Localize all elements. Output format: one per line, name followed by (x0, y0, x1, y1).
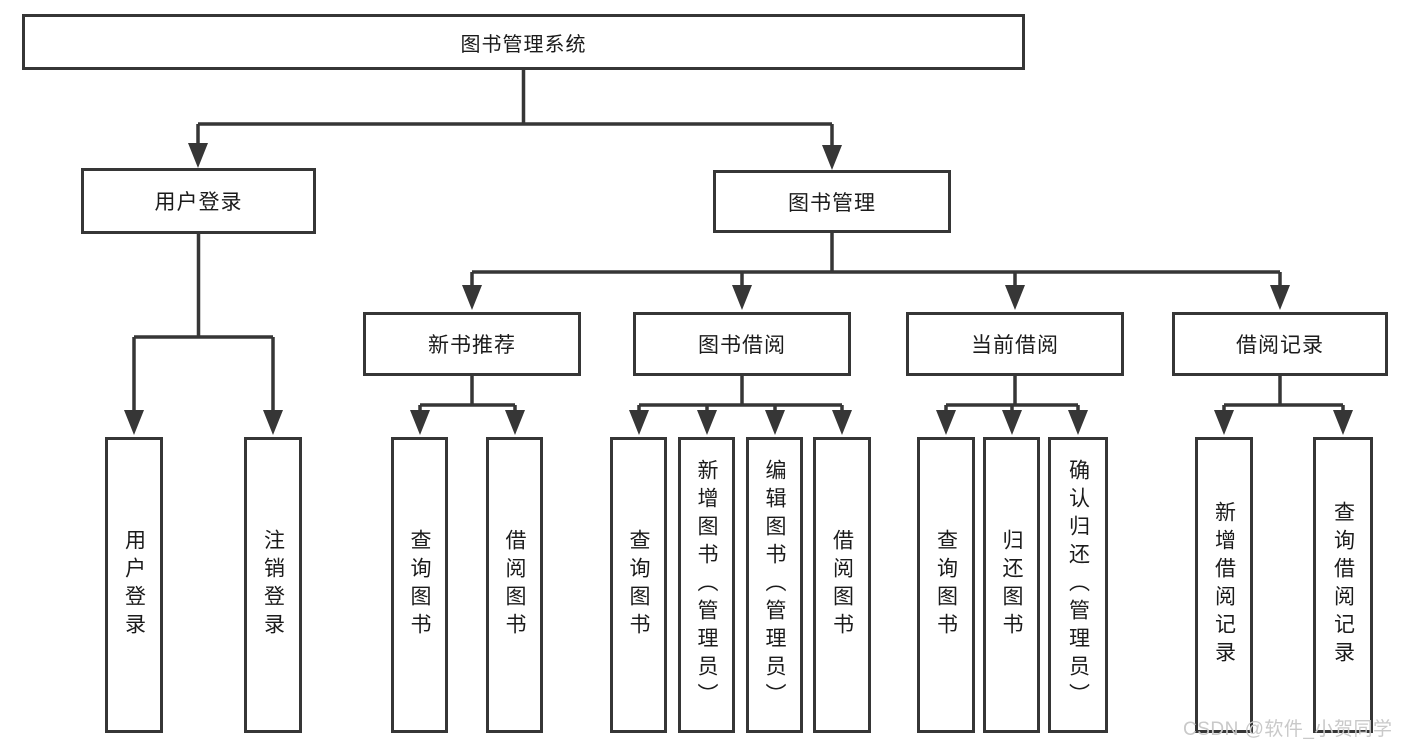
leaf-recommend-query-books: 查询图书 (391, 437, 448, 733)
leaf-return-books: 归还图书 (983, 437, 1040, 733)
leaf-label: 查询借阅记录 (1331, 501, 1355, 669)
connector-new-book-rec-children (410, 376, 525, 435)
leaf-label: 借阅图书 (503, 529, 526, 641)
arrowhead-icon (765, 410, 785, 435)
arrowhead-icon (410, 410, 430, 435)
leaf-logout: 注销登录 (244, 437, 302, 733)
csdn-watermark: CSDN @软件_小贺同学 (1183, 719, 1393, 740)
node-root-system: 图书管理系统 (22, 14, 1025, 70)
arrowhead-icon (732, 285, 752, 310)
leaf-add-borrow-record: 新增借阅记录 (1195, 437, 1253, 733)
leaf-confirm-return-admin: 确认归还（管理员） (1048, 437, 1108, 733)
arrowhead-icon (124, 410, 144, 435)
leaf-label: 注销登录 (261, 529, 285, 641)
leaf-label: 查询图书 (934, 529, 958, 641)
node-user-login: 用户登录 (81, 168, 316, 234)
arrowhead-icon (1270, 285, 1290, 310)
arrowhead-icon (1214, 410, 1234, 435)
node-new-book-recommend: 新书推荐 (363, 312, 581, 376)
leaf-label: 新增借阅记录 (1212, 501, 1236, 669)
connector-book-borrow-children (629, 376, 852, 435)
arrowhead-icon (629, 410, 649, 435)
leaf-label: 借阅图书 (830, 529, 854, 641)
leaf-user-login: 用户登录 (105, 437, 163, 733)
connector-current-borrow-children (936, 376, 1088, 435)
arrowhead-icon (1333, 410, 1353, 435)
leaf-query-borrow-record: 查询借阅记录 (1313, 437, 1373, 733)
arrowhead-icon (462, 285, 482, 310)
leaf-borrow-query-books: 查询图书 (610, 437, 667, 733)
arrowhead-icon (936, 410, 956, 435)
arrowhead-icon (822, 145, 842, 170)
arrowhead-icon (1005, 285, 1025, 310)
connector-borrow-records-children (1214, 376, 1353, 435)
node-book-borrow: 图书借阅 (633, 312, 851, 376)
arrowhead-icon (188, 143, 208, 168)
leaf-borrow-books: 借阅图书 (813, 437, 871, 733)
arrowhead-icon (505, 410, 525, 435)
arrowhead-icon (832, 410, 852, 435)
arrowhead-icon (1068, 410, 1088, 435)
leaf-label: 编辑图书（管理员） (763, 459, 786, 711)
arrowhead-icon (697, 410, 717, 435)
connector-user-login-children (124, 234, 283, 435)
leaf-edit-books-admin: 编辑图书（管理员） (746, 437, 803, 733)
leaf-label: 确认归还（管理员） (1066, 459, 1090, 711)
leaf-label: 查询图书 (627, 529, 650, 641)
leaf-label: 归还图书 (1000, 529, 1023, 641)
leaf-label: 查询图书 (408, 529, 431, 641)
node-book-management: 图书管理 (713, 170, 951, 233)
arrowhead-icon (1002, 410, 1022, 435)
connector-book-mgmt-children (462, 233, 1290, 310)
leaf-add-books-admin: 新增图书（管理员） (678, 437, 735, 733)
leaf-label: 用户登录 (122, 529, 146, 641)
node-current-borrow: 当前借阅 (906, 312, 1124, 376)
leaf-recommend-borrow-books: 借阅图书 (486, 437, 543, 733)
leaf-label: 新增图书（管理员） (695, 459, 718, 711)
arrowhead-icon (263, 410, 283, 435)
node-borrow-records: 借阅记录 (1172, 312, 1388, 376)
connector-root-to-level2 (188, 70, 842, 170)
leaf-current-query-books: 查询图书 (917, 437, 975, 733)
